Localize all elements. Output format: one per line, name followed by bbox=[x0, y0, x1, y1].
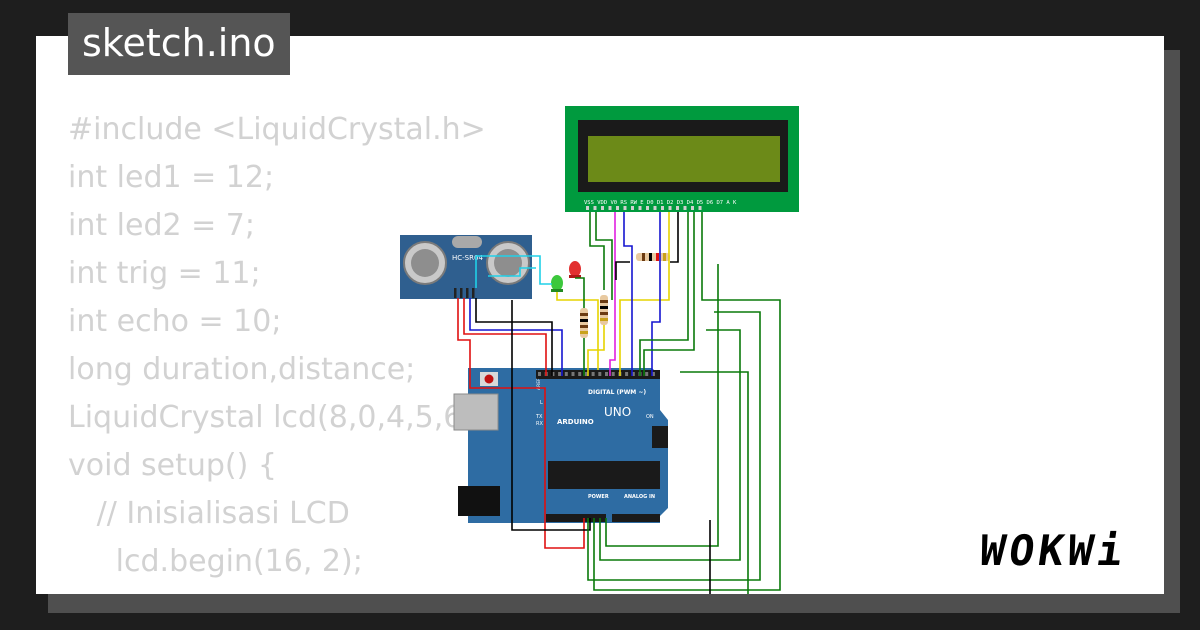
code-line: long duration,distance; bbox=[68, 352, 416, 387]
wires bbox=[457, 212, 781, 594]
ultrasonic-sensor: HC-SR04 bbox=[400, 235, 532, 299]
lcd-pin bbox=[676, 206, 679, 210]
wire bbox=[599, 329, 741, 561]
wire bbox=[511, 300, 591, 531]
led-tx-label: TX bbox=[535, 414, 543, 420]
lcd-pin bbox=[601, 206, 604, 210]
code-line: int echo = 10; bbox=[68, 304, 282, 339]
header-pin bbox=[651, 372, 655, 376]
header-pin bbox=[591, 372, 595, 376]
lcd-pin bbox=[683, 206, 687, 210]
code-line: void setup() { bbox=[68, 448, 277, 483]
red-led bbox=[569, 261, 581, 278]
wire bbox=[623, 212, 633, 376]
lcd-pin bbox=[608, 206, 612, 210]
preview-card: #include <LiquidCrystal.h> int led1 = 12… bbox=[36, 36, 1164, 594]
header-pin bbox=[558, 372, 562, 376]
header-pin bbox=[578, 372, 582, 376]
wire bbox=[556, 292, 599, 370]
code-line: int led2 = 7; bbox=[68, 208, 255, 243]
lcd-pin bbox=[691, 206, 694, 210]
analog-label: ANALOG IN bbox=[624, 494, 655, 500]
lcd-pin bbox=[616, 206, 619, 210]
header-pin bbox=[564, 372, 568, 376]
aref-label: AREF bbox=[536, 378, 542, 390]
header-pin bbox=[571, 372, 575, 376]
on-label: ON bbox=[646, 414, 654, 420]
file-name-tag: sketch.ino bbox=[68, 13, 290, 75]
header-pin bbox=[631, 372, 635, 376]
code-line: lcd.setCursor(0, 0); bbox=[68, 586, 513, 594]
wire bbox=[469, 298, 563, 376]
wire bbox=[587, 311, 761, 581]
wire bbox=[589, 212, 605, 290]
wire bbox=[488, 267, 536, 277]
lcd-pin bbox=[698, 206, 702, 210]
wire bbox=[639, 212, 689, 376]
resistor bbox=[580, 308, 588, 338]
lcd-pin bbox=[638, 206, 642, 210]
circuit-diagram: VSS VDD V0 RS RW E D0 D1 D2 D3 D4 D5 D6 … bbox=[400, 106, 799, 594]
code-line: int trig = 11; bbox=[68, 256, 261, 291]
wokwi-logo: WOKWi bbox=[976, 526, 1130, 575]
lcd-pin bbox=[668, 206, 672, 210]
wire bbox=[619, 212, 670, 376]
code-line: int led1 = 12; bbox=[68, 160, 275, 195]
header-pin bbox=[551, 372, 555, 376]
code-line: lcd.begin(16, 2); bbox=[68, 544, 363, 579]
header-pin bbox=[611, 372, 615, 376]
header-pin bbox=[645, 372, 649, 376]
wire bbox=[651, 212, 661, 376]
wire bbox=[463, 298, 547, 376]
wire bbox=[475, 255, 552, 288]
arduino-brand-text: ARDUINO bbox=[557, 418, 594, 426]
wire bbox=[587, 325, 605, 376]
lcd-pin bbox=[586, 206, 589, 210]
wire bbox=[670, 212, 679, 263]
wire bbox=[680, 371, 749, 594]
code-line: #include <LiquidCrystal.h> bbox=[68, 112, 486, 147]
lcd-display: VSS VDD V0 RS RW E D0 D1 D2 D3 D4 D5 D6 … bbox=[565, 106, 799, 212]
header-pin bbox=[584, 372, 588, 376]
wire bbox=[595, 212, 613, 300]
wire bbox=[615, 261, 630, 280]
lcd-pin bbox=[646, 206, 649, 210]
header-pin bbox=[598, 372, 602, 376]
header-pin bbox=[605, 372, 608, 376]
digital-label: DIGITAL (PWM ~) bbox=[588, 389, 646, 396]
lcd-pin bbox=[623, 206, 627, 210]
header-pin bbox=[625, 372, 629, 376]
resistor bbox=[636, 253, 670, 261]
lcd-pin bbox=[631, 206, 634, 210]
wire bbox=[593, 212, 781, 591]
lcd-pin-labels: VSS VDD V0 RS RW E D0 D1 D2 D3 D4 D5 D6 … bbox=[584, 200, 737, 206]
lcd-pin bbox=[653, 206, 657, 210]
sensor-label: HC-SR04 bbox=[452, 254, 483, 262]
uno-label: UNO bbox=[604, 405, 631, 419]
code-line: // Inisialisasi LCD bbox=[68, 496, 350, 531]
arduino-uno-board: DIGITAL (PWM ~) ARDUINO UNO ON POWER ANA… bbox=[453, 368, 668, 523]
header-pin bbox=[538, 372, 541, 376]
lcd-screen bbox=[588, 136, 780, 182]
lcd-pin bbox=[593, 206, 597, 210]
led-rx-label: RX bbox=[536, 421, 543, 427]
wire bbox=[609, 212, 616, 376]
lcd-pin bbox=[661, 206, 664, 210]
power-label: POWER bbox=[588, 494, 609, 500]
wire bbox=[457, 298, 585, 549]
green-led bbox=[551, 275, 563, 292]
led-l-label: L bbox=[540, 400, 543, 406]
code-preview: #include <LiquidCrystal.h> int led1 = 12… bbox=[68, 106, 513, 594]
wire bbox=[605, 264, 719, 547]
wire bbox=[643, 212, 695, 376]
resistor bbox=[600, 295, 608, 325]
wire bbox=[475, 298, 553, 376]
wire bbox=[575, 277, 585, 308]
